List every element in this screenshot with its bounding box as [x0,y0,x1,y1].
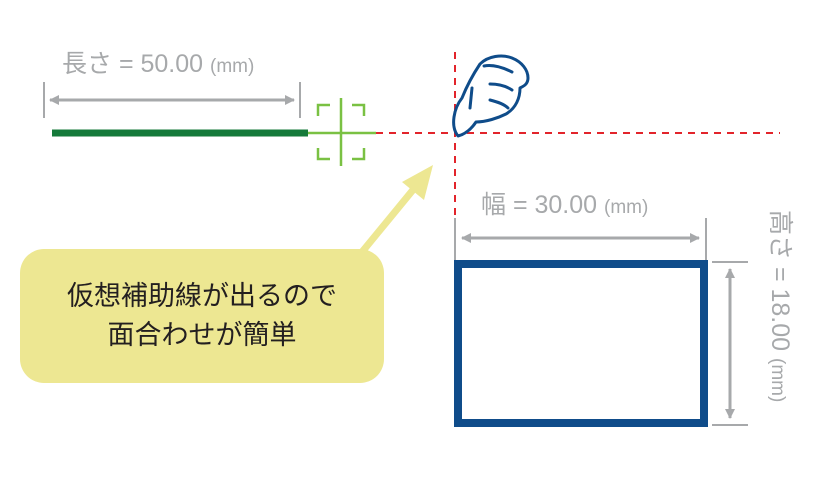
length-label-value: 長さ = 50.00 [62,50,204,78]
height-dimension [712,261,748,426]
length-label-unit: (mm) [210,56,255,77]
callout-line-2: 面合わせが簡単 [107,320,297,351]
pointing-hand-icon [452,54,530,138]
length-dimension [43,82,301,118]
width-dimension [454,218,707,262]
crosshair-icon [308,98,376,166]
height-label: 高さ = 18.00 (mm) [766,210,794,403]
blue-rectangle [454,260,708,427]
callout-line-1: 仮想補助線が出るので [67,280,337,312]
length-label: 長さ = 50.00 (mm) [62,52,254,77]
height-label-unit: (mm) [767,358,788,403]
width-label: 幅 = 30.00 (mm) [481,193,648,218]
callout-pointer-arrow [358,165,433,256]
width-label-value: 幅 = 30.00 [481,191,598,219]
width-label-unit: (mm) [604,197,649,218]
height-label-value: 高さ = 18.00 [766,210,794,352]
callout-box: 仮想補助線が出るので 面合わせが簡単 [20,249,384,383]
